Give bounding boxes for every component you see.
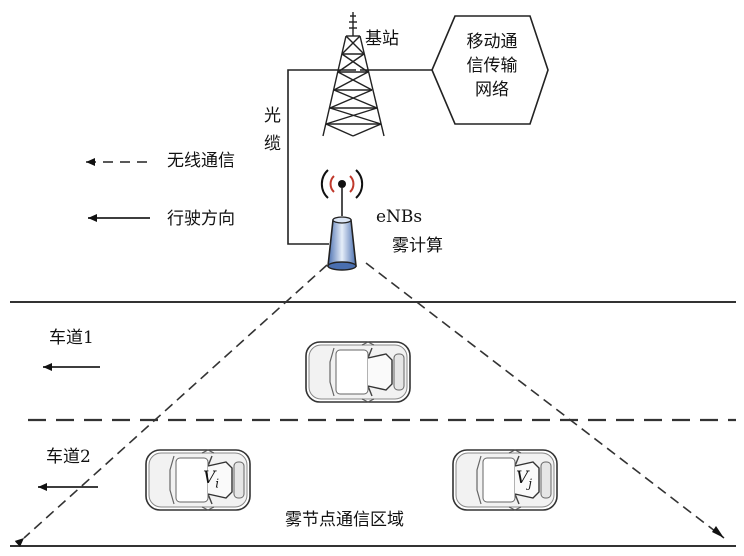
fog-computing-label: 雾计算 xyxy=(392,238,443,255)
vehicle-vj xyxy=(453,450,557,510)
fiber-label-1: 光 xyxy=(264,108,281,125)
network-node-line-2: 信传输 xyxy=(437,54,547,78)
lane1-label: 车道1 xyxy=(49,330,94,347)
vehicle-lane1 xyxy=(306,342,410,402)
enb-antenna-icon xyxy=(322,170,362,270)
vehicle-vj-label: Vj xyxy=(516,470,532,489)
coverage-arrowhead-right xyxy=(712,526,724,538)
vehicle-vi-letter: V xyxy=(203,468,215,488)
vehicle-vj-letter: V xyxy=(516,468,528,488)
vehicle-vi-sub: i xyxy=(215,476,219,490)
vehicle-vi xyxy=(146,450,250,510)
tower-label: 基站 xyxy=(365,31,399,48)
region-label: 雾节点通信区域 xyxy=(285,512,404,529)
network-node-label: 移动通 信传输 网络 xyxy=(437,30,547,102)
network-node-line-3: 网络 xyxy=(437,78,547,102)
legend-direction-label: 行驶方向 xyxy=(167,211,235,228)
network-node-line-1: 移动通 xyxy=(437,30,547,54)
legend-wireless-label: 无线通信 xyxy=(167,153,235,170)
vehicle-vj-sub: j xyxy=(528,476,532,490)
fiber-label-2: 缆 xyxy=(264,136,281,153)
vehicle-vi-label: Vi xyxy=(203,470,219,489)
lane2-label: 车道2 xyxy=(46,449,91,466)
enb-label: eNBs xyxy=(376,209,422,226)
